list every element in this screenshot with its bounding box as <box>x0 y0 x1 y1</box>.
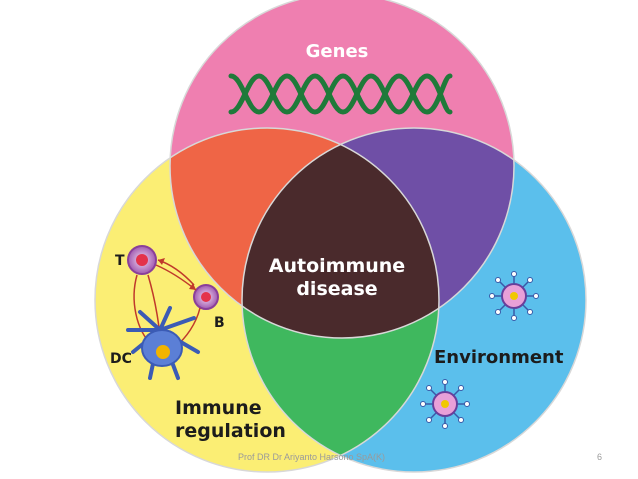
t-cell-label: T <box>115 253 125 269</box>
b-cell-icon <box>193 284 219 310</box>
dna-helix-icon <box>228 73 453 115</box>
b-cell-label: B <box>214 315 225 331</box>
virus-icon <box>420 379 470 429</box>
autoimmune-label: Autoimmune <box>269 255 405 277</box>
environment-label: Environment <box>434 347 564 368</box>
disease-label: disease <box>296 278 377 300</box>
page-number: 6 <box>597 452 603 462</box>
dendritic-cell-icon <box>126 306 200 380</box>
genes-label: Genes <box>306 41 369 62</box>
dc-label: DC <box>110 351 132 367</box>
footer-credit: Prof DR Dr Ariyanto Harsono SpA(K) <box>238 452 386 462</box>
regulation-label: regulation <box>175 420 286 442</box>
autoimmune-center-region <box>242 128 439 338</box>
t-cell-icon <box>127 245 157 275</box>
immune-label: Immune <box>175 397 262 419</box>
virus-icon <box>489 271 539 321</box>
